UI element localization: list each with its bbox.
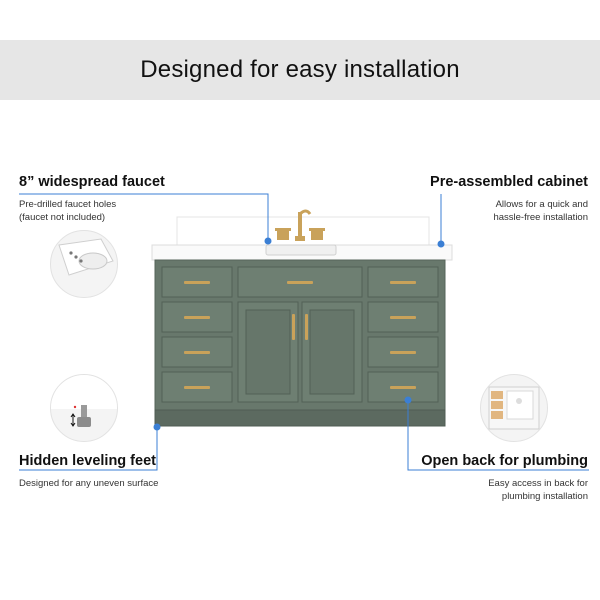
faucet-feature-title: 8” widespread faucet — [19, 174, 165, 190]
feet-feature-desc: Designed for any uneven surface — [19, 478, 159, 489]
back-feature-desc: Easy access in back for plumbing install… — [488, 478, 588, 502]
cabinet-feature-desc: Allows for a quick and hassle-free insta… — [493, 199, 588, 223]
header-banner: Designed for easy installation — [0, 40, 600, 100]
cabinet-feature-title: Pre-assembled cabinet — [430, 174, 588, 190]
sink-faucet-holes-icon — [50, 230, 118, 298]
page-title: Designed for easy installation — [140, 56, 460, 83]
